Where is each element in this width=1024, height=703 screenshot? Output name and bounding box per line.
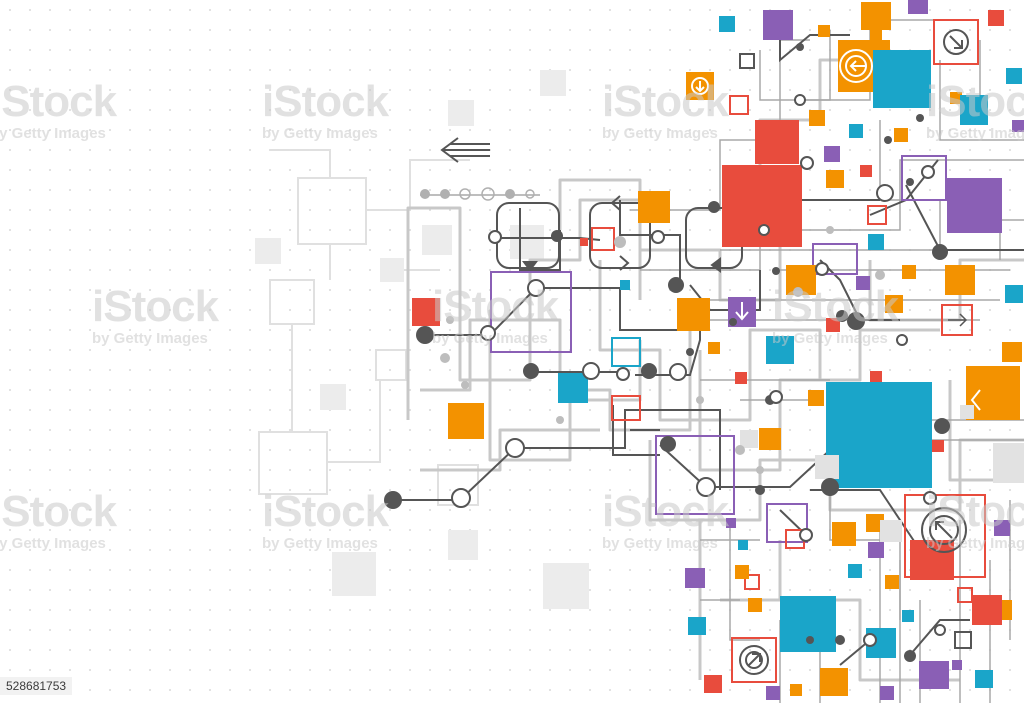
target-arrow-icon (921, 507, 967, 553)
circle-arrow-icon (739, 645, 769, 675)
dark-nodes (384, 43, 950, 662)
arrow-left-icon (440, 137, 490, 163)
arrow-down-icon (735, 302, 749, 321)
arrow-right-icon (948, 313, 968, 327)
arrow-left-small-icon (970, 389, 981, 411)
arrow-diagonal-icon (943, 29, 969, 55)
dot-row (420, 187, 535, 201)
stock-image-id: 528681753 (0, 677, 73, 695)
faint-gray-blocks (255, 70, 589, 609)
hollow-nodes (451, 94, 946, 647)
download-icon (691, 77, 709, 95)
outline-boxes (490, 19, 986, 683)
small-gray-nodes (440, 226, 885, 474)
dark-loop-outlines (496, 195, 743, 273)
arrow-circle-icon (839, 49, 873, 83)
faint-outline-boxes (258, 149, 479, 506)
colored-squares (412, 0, 1024, 700)
